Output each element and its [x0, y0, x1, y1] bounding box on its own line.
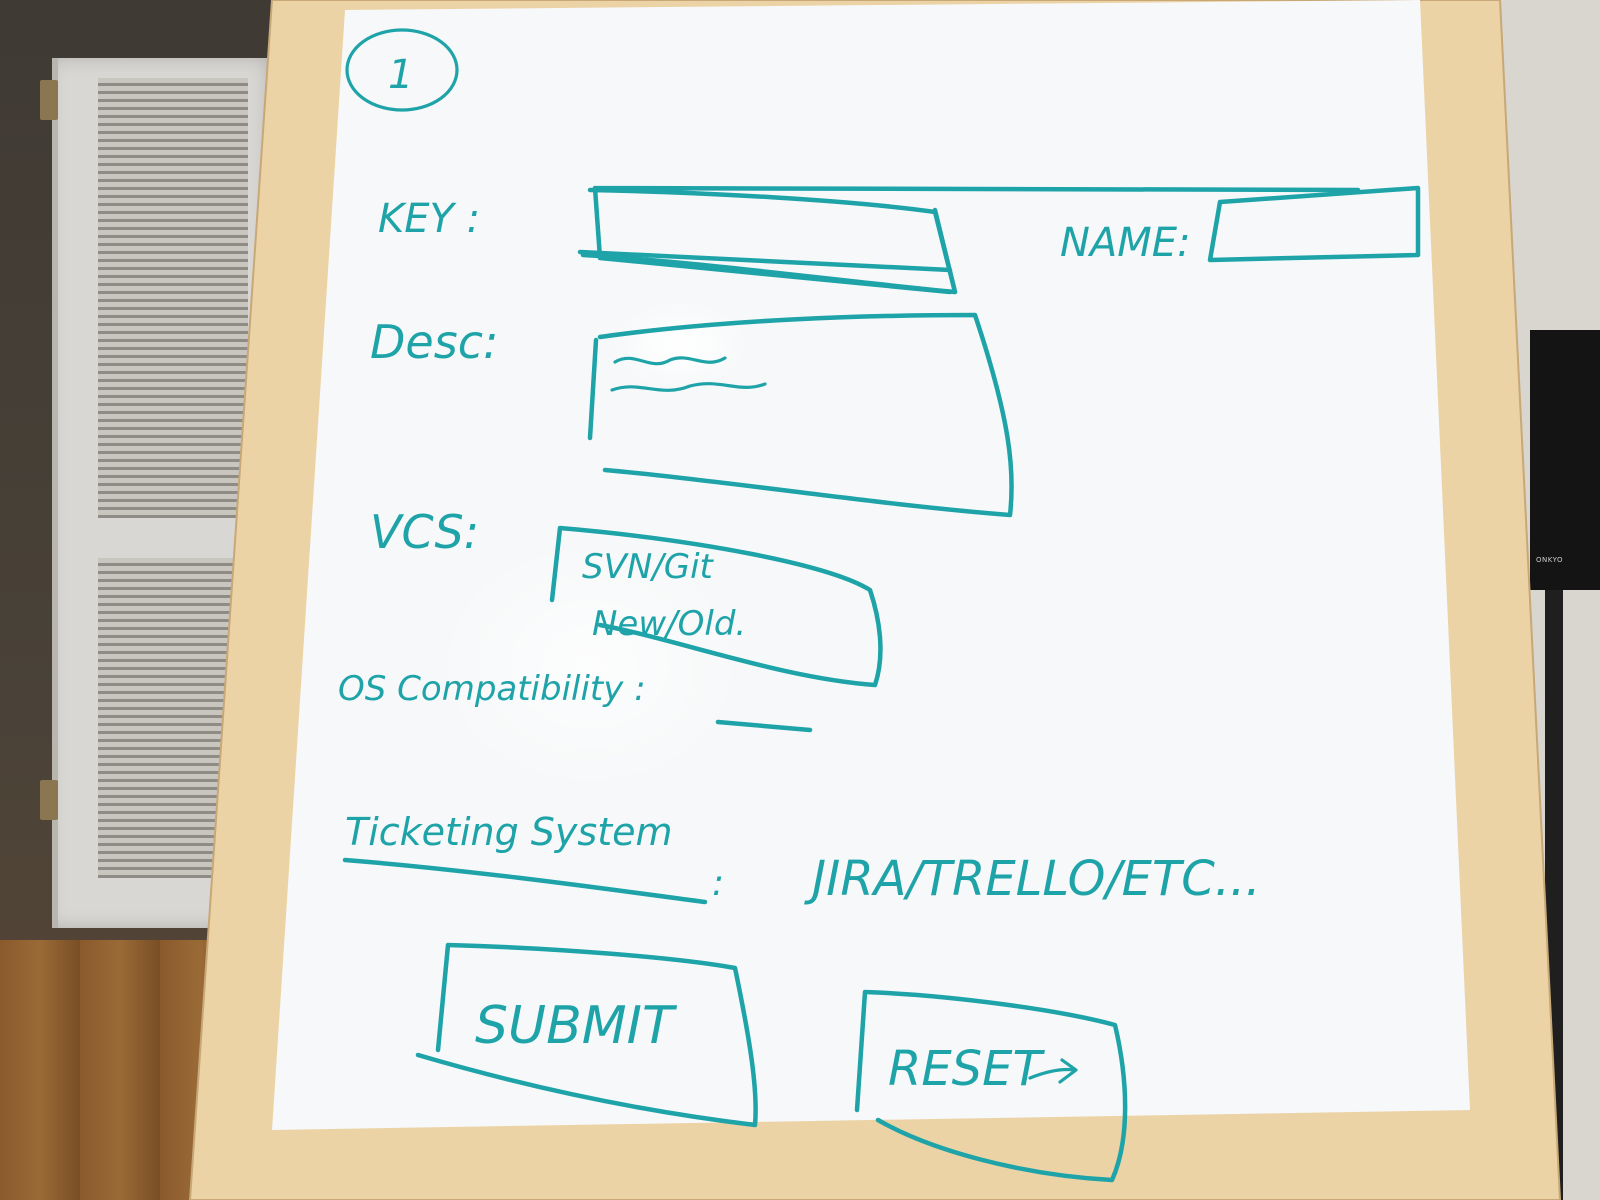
- reset-button[interactable]: RESET: [854, 989, 1128, 1183]
- door-louver-top: [98, 78, 248, 518]
- ticketing-label: Ticketing System: [345, 810, 673, 854]
- hinge-icon: [40, 780, 58, 820]
- desc-label: Desc:: [370, 315, 498, 369]
- os-compatibility-label: OS Compatibility :: [338, 669, 646, 709]
- reset-button-label: RESET: [888, 1041, 1045, 1097]
- desc-scribble: [613, 356, 727, 366]
- vcs-option-2: New/Old.: [592, 604, 746, 644]
- page-number-badge: 1: [345, 28, 459, 112]
- hinge-icon: [40, 80, 58, 120]
- vcs-option-1: SVN/Git: [582, 547, 715, 587]
- light-glare: [430, 535, 750, 795]
- desc-scribble: [610, 382, 767, 392]
- os-compatibility-input[interactable]: [715, 719, 813, 733]
- submit-button[interactable]: SUBMIT: [415, 942, 758, 1128]
- key-input-box[interactable]: [580, 187, 958, 295]
- ticketing-value[interactable]: JIRA/TRELLO/ETC...: [804, 851, 1261, 907]
- key-label: KEY :: [378, 196, 480, 242]
- speaker: [1530, 330, 1600, 590]
- ticketing-underline: [342, 857, 708, 905]
- submit-button-label: SUBMIT: [475, 996, 678, 1056]
- name-label: NAME:: [1060, 220, 1191, 266]
- page-number: 1: [388, 52, 413, 98]
- vcs-select[interactable]: SVN/Git New/Old.: [549, 525, 883, 688]
- reset-arrow-icon: [1028, 1058, 1078, 1084]
- speaker-brand-label: ONKYO: [1536, 556, 1563, 564]
- whiteboard-surface: [272, 0, 1470, 1130]
- ticketing-colon: :: [712, 863, 724, 904]
- vcs-label: VCS:: [370, 505, 479, 559]
- desc-textarea[interactable]: [587, 312, 1014, 518]
- name-input[interactable]: [1207, 185, 1421, 263]
- light-glare: [610, 300, 750, 390]
